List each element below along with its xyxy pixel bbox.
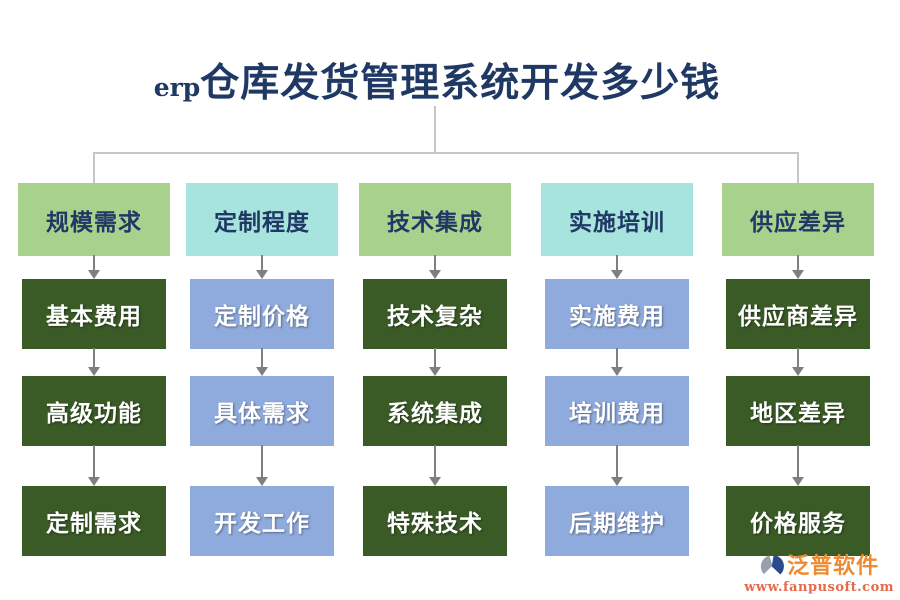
arrow-down-icon [254, 255, 270, 279]
col5-item2-box: 地区差异 [726, 376, 870, 446]
col4-item2-box: 培训费用 [545, 376, 689, 446]
col2-item3-box: 开发工作 [190, 486, 334, 556]
watermark-brand: 泛普软件 [787, 553, 880, 579]
arrow-down-icon [427, 255, 443, 279]
arrow-down-icon [86, 348, 102, 376]
col2-item1-box: 定制价格 [190, 279, 334, 349]
connector-drop-left [93, 154, 95, 183]
col5-item3-box: 价格服务 [726, 486, 870, 556]
arrow-down-icon [86, 255, 102, 279]
col4-header-box: 实施培训 [541, 183, 693, 256]
fanpu-logo-icon [761, 554, 785, 575]
col1-item2-box: 高级功能 [22, 376, 166, 446]
connector-horizontal-bar [93, 152, 799, 154]
col4-item1-box: 实施费用 [545, 279, 689, 349]
arrow-down-icon [427, 348, 443, 376]
watermark-url: www.fanpusoft.com [744, 580, 894, 595]
col3-item2-box: 系统集成 [363, 376, 507, 446]
col5-item1-box: 供应商差异 [726, 279, 870, 349]
col3-item1-box: 技术复杂 [363, 279, 507, 349]
arrow-down-icon [427, 445, 443, 486]
arrow-down-icon [254, 348, 270, 376]
arrow-down-icon [86, 445, 102, 486]
arrow-down-icon [609, 255, 625, 279]
col3-item3-box: 特殊技术 [363, 486, 507, 556]
arrow-down-icon [609, 445, 625, 486]
arrow-down-icon [790, 255, 806, 279]
page-title: erp仓库发货管理系统开发多少钱 [0, 52, 874, 108]
title-prefix: erp [153, 73, 201, 102]
col2-item2-box: 具体需求 [190, 376, 334, 446]
col3-header-box: 技术集成 [359, 183, 511, 256]
col1-header-box: 规模需求 [18, 183, 170, 256]
arrow-down-icon [609, 348, 625, 376]
col5-header-box: 供应差异 [722, 183, 874, 256]
col4-item3-box: 后期维护 [545, 486, 689, 556]
col2-header-box: 定制程度 [186, 183, 338, 256]
col1-item3-box: 定制需求 [22, 486, 166, 556]
arrow-down-icon [254, 445, 270, 486]
watermark: 泛普软件 www.fanpusoft.com [744, 553, 894, 594]
title-main: 仓库发货管理系统开发多少钱 [200, 60, 721, 106]
connector-title-stem [434, 106, 436, 153]
col1-item1-box: 基本费用 [22, 279, 166, 349]
arrow-down-icon [790, 348, 806, 376]
arrow-down-icon [790, 445, 806, 486]
connector-drop-right [797, 154, 799, 183]
